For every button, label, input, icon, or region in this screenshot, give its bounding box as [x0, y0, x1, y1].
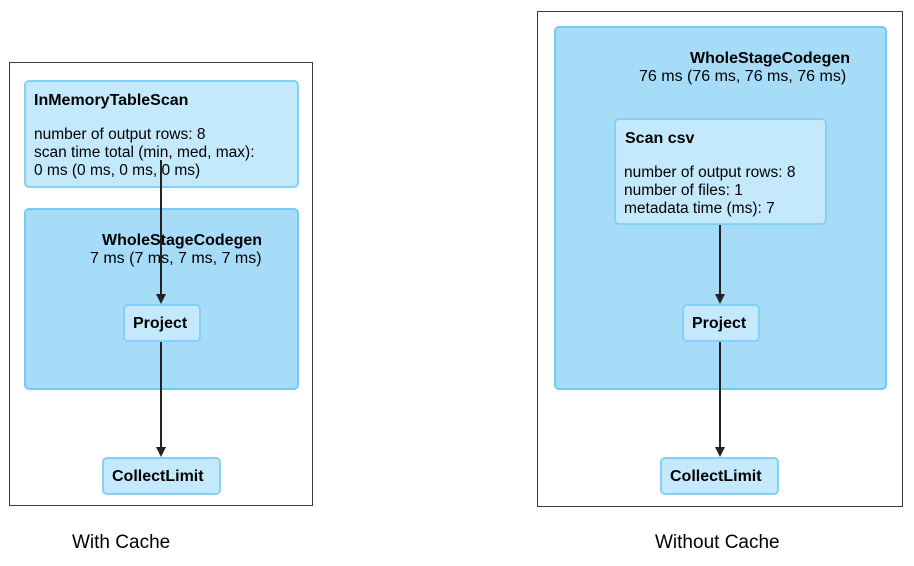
without-cache-codegen-title: WholeStageCodegen — [690, 50, 851, 67]
scan-csv-metric-rows: number of output rows: 8 — [624, 164, 796, 181]
without-cache-collectlimit-node[interactable] — [660, 457, 779, 495]
scan-csv-metric-files: number of files: 1 — [624, 182, 743, 199]
inmemorytablescan-metric-scan-time-label: scan time total (min, med, max): — [34, 144, 255, 161]
with-cache-codegen-title: WholeStageCodegen — [102, 232, 263, 249]
inmemorytablescan-title: InMemoryTableScan — [34, 92, 189, 109]
without-cache-collectlimit-label: CollectLimit — [670, 468, 762, 485]
scan-csv-node[interactable] — [614, 118, 827, 225]
without-cache-caption: Without Cache — [655, 532, 780, 553]
without-cache-codegen-timing: 76 ms (76 ms, 76 ms, 76 ms) — [639, 68, 847, 85]
inmemorytablescan-metric-rows: number of output rows: 8 — [34, 126, 206, 143]
with-cache-collectlimit-node[interactable] — [102, 457, 221, 495]
scan-csv-title: Scan csv — [625, 130, 695, 147]
without-cache-project-node[interactable] — [682, 304, 760, 342]
with-cache-caption: With Cache — [72, 532, 171, 553]
with-cache-codegen-timing: 7 ms (7 ms, 7 ms, 7 ms) — [90, 250, 262, 267]
scan-csv-metric-metadata-time: metadata time (ms): 7 — [624, 200, 775, 217]
inmemorytablescan-metric-scan-time-values: 0 ms (0 ms, 0 ms, 0 ms) — [34, 162, 201, 179]
without-cache-project-label: Project — [692, 315, 747, 332]
with-cache-project-node[interactable] — [123, 304, 201, 342]
with-cache-project-label: Project — [133, 315, 188, 332]
with-cache-collectlimit-label: CollectLimit — [112, 468, 204, 485]
